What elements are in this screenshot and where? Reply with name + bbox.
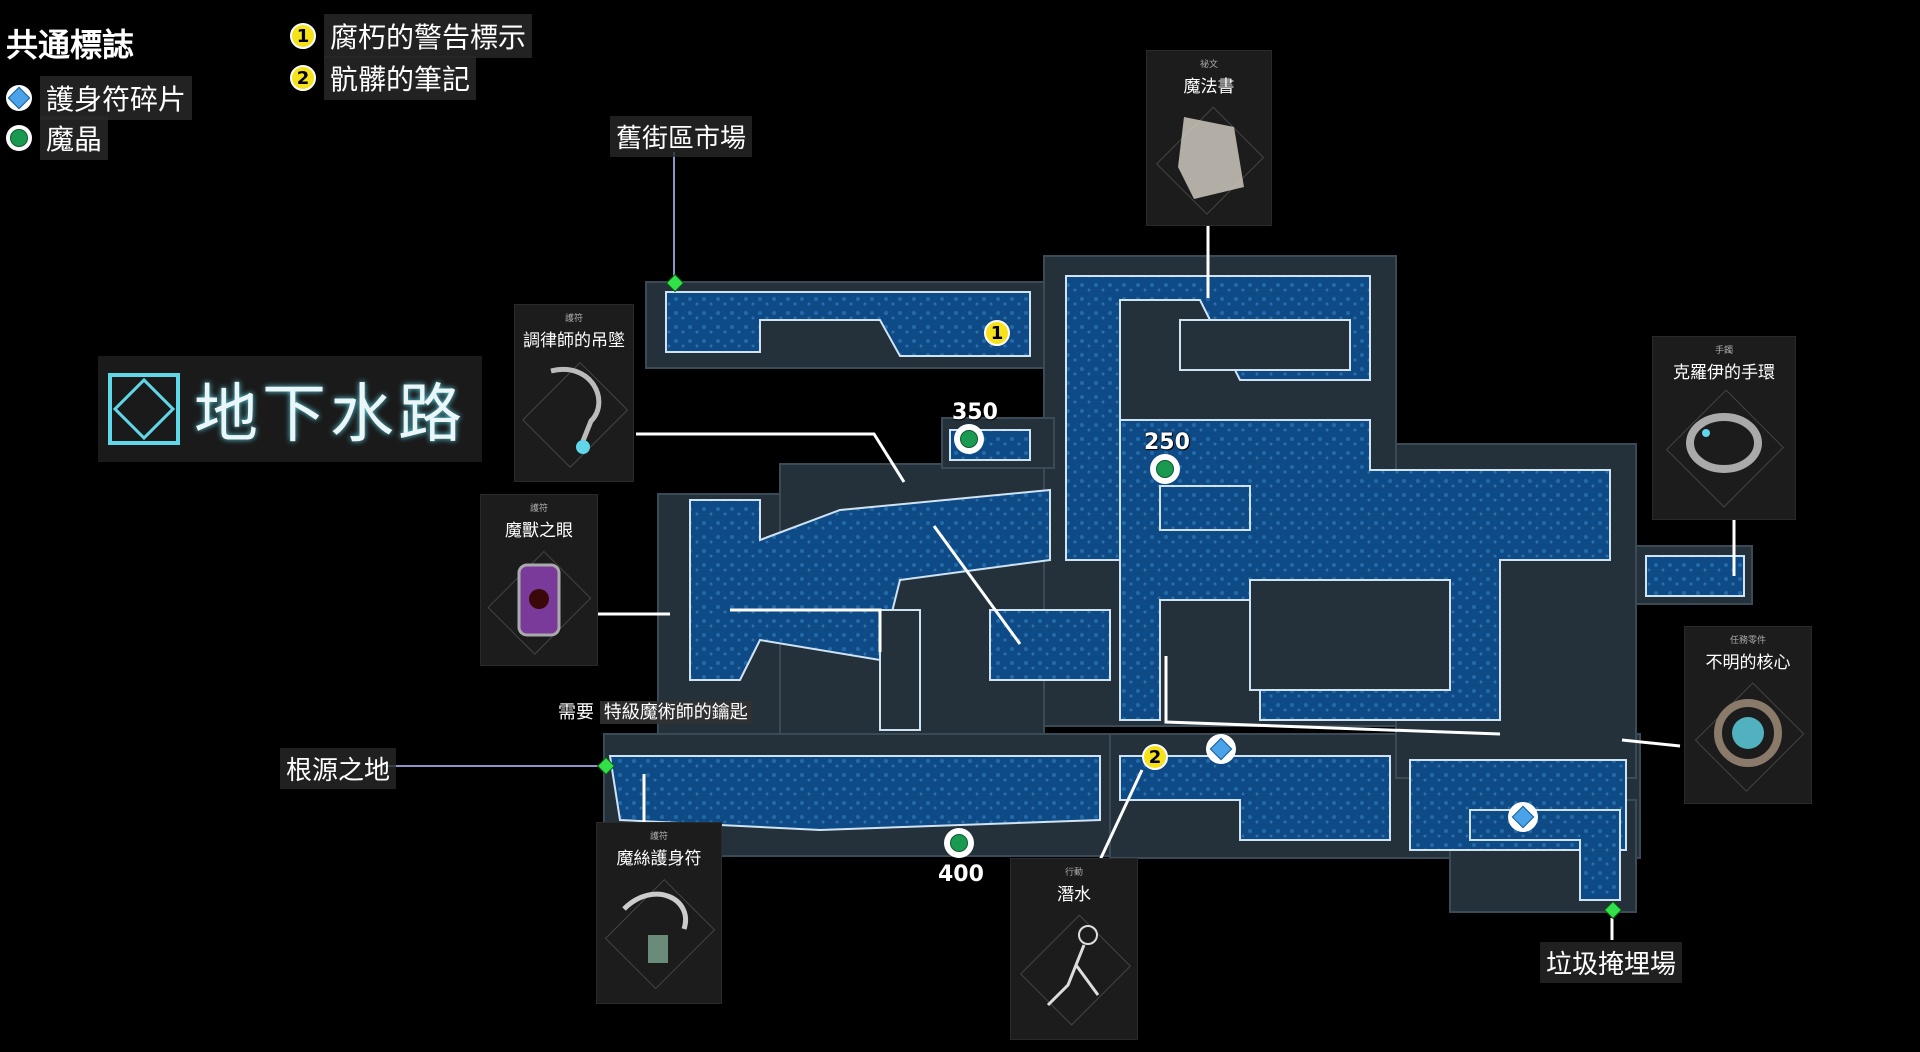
card-category: 護符 — [564, 314, 583, 324]
legend-item-amulet-shard: 護身符碎片 — [6, 76, 193, 120]
requirement-prefix: 需要 — [558, 702, 594, 723]
note-number-badge: 1 — [290, 23, 316, 49]
item-card-core: 任務零件 不明的核心 — [1684, 626, 1812, 804]
magic-crystal-icon — [1150, 454, 1180, 484]
location-landfill: 垃圾掩埋場 — [1540, 942, 1683, 983]
card-name: 魔法書 — [1183, 77, 1235, 97]
money-value: 350 — [952, 400, 998, 425]
card-category: 祕文 — [1199, 60, 1218, 70]
legend-item-magic-crystal: 魔晶 — [6, 116, 109, 160]
item-card-beast-eye: 護符 魔獸之眼 — [480, 494, 598, 666]
card-name: 調律師的吊墜 — [523, 331, 625, 351]
item-card-dive: 行動 潛水 — [1010, 858, 1138, 1040]
note-marker-2: 2 — [1142, 744, 1168, 770]
note-marker-1: 1 — [984, 320, 1010, 346]
map-walls — [879, 319, 1451, 731]
area-name: 地下水路 — [194, 378, 466, 452]
spellbook-icon — [1163, 107, 1255, 211]
card-category: 護符 — [529, 504, 548, 514]
card-name: 不明的核心 — [1705, 653, 1791, 673]
core-icon — [1701, 683, 1794, 789]
card-category: 護符 — [649, 832, 668, 842]
legend-note-label: 腐朽的警告標示 — [324, 14, 533, 58]
pendant-icon — [530, 361, 617, 467]
item-card-pendant: 護符 調律師的吊墜 — [514, 304, 634, 482]
note-number-badge: 2 — [290, 65, 316, 91]
card-connectors — [598, 220, 1736, 940]
item-card-spellbook: 祕文 魔法書 — [1146, 50, 1272, 226]
card-category: 任務零件 — [1729, 636, 1766, 646]
card-name: 克羅伊的手環 — [1673, 363, 1775, 383]
legend-label: 魔晶 — [40, 116, 109, 160]
map-entrances — [596, 273, 1623, 920]
amulet-icon — [613, 879, 705, 987]
card-category: 行動 — [1064, 868, 1083, 878]
location-connectors — [384, 152, 675, 767]
location-old-market: 舊街區市場 — [610, 116, 753, 157]
legend-title: 共通標誌 — [6, 26, 135, 64]
area-title-panel: 地下水路 — [98, 356, 482, 462]
amulet-shard-icon — [1508, 802, 1538, 832]
legend-label: 護身符碎片 — [40, 76, 193, 120]
requirement-label: 需要 特級魔術師的鑰匙 — [558, 698, 752, 724]
amulet-shard-icon — [6, 85, 32, 111]
legend-note-2: 2 骯髒的筆記 — [290, 56, 477, 100]
bracelet-icon — [1671, 393, 1776, 502]
dive-icon — [1027, 915, 1120, 1023]
card-name: 魔絲護身符 — [616, 849, 702, 869]
beast-eye-icon — [496, 551, 582, 653]
item-card-bracelet: 手鐲 克羅伊的手環 — [1652, 336, 1796, 520]
area-icon — [108, 373, 180, 445]
magic-crystal-icon — [954, 424, 984, 454]
legend-note-label: 骯髒的筆記 — [324, 56, 477, 100]
item-card-amulet: 護符 魔絲護身符 — [596, 822, 722, 1004]
requirement-key: 特級魔術師的鑰匙 — [599, 701, 752, 724]
location-root-land: 根源之地 — [280, 748, 397, 789]
money-value: 400 — [938, 862, 984, 887]
legend-note-1: 1 腐朽的警告標示 — [290, 14, 533, 58]
card-name: 潛水 — [1057, 885, 1091, 905]
card-name: 魔獸之眼 — [505, 521, 573, 541]
money-value: 250 — [1144, 430, 1190, 455]
amulet-shard-icon — [1206, 734, 1236, 764]
magic-crystal-icon — [944, 828, 974, 858]
card-category: 手鐲 — [1714, 346, 1733, 356]
magic-crystal-icon — [6, 125, 32, 151]
